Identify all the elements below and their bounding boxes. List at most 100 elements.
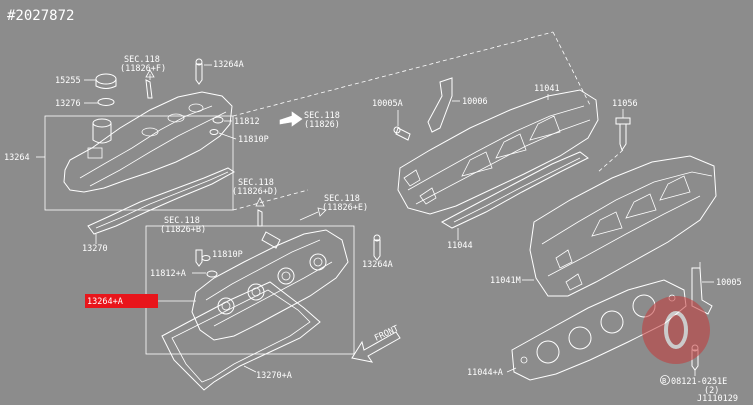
head-11041m-ridge-1 bbox=[541, 171, 713, 245]
grommet-11810p-top[interactable] bbox=[209, 129, 219, 135]
upper-cover-boss-2 bbox=[167, 113, 185, 123]
upper-labels: SEC.118 (11826+F) 13264A 15255 13276 132… bbox=[4, 55, 340, 254]
upper-valve-cover-group bbox=[44, 31, 591, 235]
gasket-11044-inner bbox=[453, 157, 581, 223]
fitting-sec118-mid bbox=[257, 209, 263, 227]
gasket-13270a[interactable] bbox=[161, 281, 321, 391]
diagram-id: #2027872 bbox=[7, 8, 74, 24]
bolt-prefix: B bbox=[662, 377, 666, 385]
upper-cover-port bbox=[87, 147, 103, 159]
label-13264a-bottom: 13264A bbox=[362, 260, 393, 270]
head-gasket-bore-1 bbox=[536, 340, 560, 364]
upper-group-frame bbox=[44, 115, 234, 211]
label-11810p-top: 11810P bbox=[238, 135, 269, 145]
lower-cover-bore-2 bbox=[247, 283, 265, 301]
label-front: FRONT bbox=[373, 324, 400, 344]
label-11812a: 11812+A bbox=[150, 269, 186, 279]
head-gasket-bore-3 bbox=[600, 310, 624, 334]
cap-15255-side bbox=[95, 79, 117, 89]
watermark-glyph bbox=[664, 311, 688, 349]
label-11041: 11041 bbox=[534, 84, 560, 94]
washer-11812a[interactable] bbox=[206, 270, 218, 278]
bolt-13264a-top[interactable] bbox=[195, 63, 203, 85]
label-11056: 11056 bbox=[612, 99, 638, 109]
label-11044: 11044 bbox=[447, 241, 473, 251]
cylinder-head-labels: 10005A 10006 11041 11056 11044 11041M 10… bbox=[372, 84, 742, 404]
arrow-sec118-mid-right bbox=[299, 211, 319, 221]
drawing-code: J1110129 bbox=[697, 394, 738, 404]
upper-dash-leader-3 bbox=[232, 189, 309, 211]
head-11041m-end bbox=[555, 249, 583, 291]
label-15255: 15255 bbox=[55, 76, 81, 86]
oil-filler-neck bbox=[92, 123, 112, 144]
label-sec118-left: SEC.118 bbox=[164, 216, 200, 226]
oil-filler-cap[interactable] bbox=[92, 118, 112, 128]
cylinder-head-11041m[interactable] bbox=[529, 155, 717, 297]
label-sec118-mid-right: SEC.118 bbox=[324, 194, 360, 204]
label-13264a-top: 13264A bbox=[213, 60, 244, 70]
head-11041m-ports bbox=[591, 175, 691, 237]
lower-labels: SEC.118 (11826+D) SEC.118 (11826+E) SEC.… bbox=[85, 178, 400, 381]
label-11812: 11812 bbox=[234, 117, 260, 127]
head-11041-ridge-1 bbox=[407, 105, 585, 191]
label-13276: 13276 bbox=[55, 99, 81, 109]
upper-cover-ridge-2 bbox=[89, 111, 227, 187]
head-gasket-bore-2 bbox=[568, 326, 592, 350]
label-sec118-right: SEC.118 bbox=[304, 111, 340, 121]
lower-valve-cover[interactable] bbox=[191, 229, 349, 341]
grommet-11810p-bottom[interactable] bbox=[201, 255, 211, 261]
selected-part-highlight[interactable] bbox=[85, 294, 158, 308]
label-sec118-right-ref: (11826) bbox=[304, 120, 340, 130]
leader-11044a bbox=[506, 367, 517, 373]
front-arrow bbox=[351, 331, 401, 363]
bolt-13264a-top-head bbox=[195, 58, 203, 66]
label-11041m: 11041M bbox=[490, 276, 521, 286]
lower-group-frame bbox=[145, 225, 355, 355]
label-13264: 13264 bbox=[4, 153, 30, 163]
breather-top bbox=[145, 79, 153, 99]
label-sec118-left-ref: (11826+B) bbox=[160, 225, 206, 235]
gasket-13270[interactable] bbox=[87, 167, 235, 235]
cylinder-head-11041[interactable] bbox=[397, 89, 599, 215]
lower-cover-bore-1 bbox=[217, 297, 235, 315]
gasket-13270a-inner bbox=[171, 289, 311, 383]
label-sec118-mid-ref: (11826+D) bbox=[232, 187, 278, 197]
watermark-logo bbox=[642, 296, 710, 364]
fitting-sec118-left bbox=[195, 249, 203, 267]
head-11041m-ridge-2 bbox=[547, 195, 701, 277]
washer-11812[interactable] bbox=[212, 116, 224, 124]
cylinder-head-group bbox=[393, 77, 717, 381]
arrow-sec118-mid-right-head bbox=[317, 207, 327, 217]
label-sec118-mid: SEC.118 bbox=[238, 178, 274, 188]
label-11044a: 11044+A bbox=[467, 368, 503, 378]
leader-11810p-top bbox=[218, 132, 237, 140]
upper-cover-boss-1 bbox=[141, 127, 159, 137]
gasket-11044[interactable] bbox=[440, 151, 589, 229]
label-13270a: 13270+A bbox=[256, 371, 292, 381]
label-13270: 13270 bbox=[82, 244, 108, 254]
label-11810p-bottom: 11810P bbox=[212, 250, 243, 260]
arrow-sec118-right bbox=[279, 111, 303, 127]
bolt-10005a-head bbox=[393, 126, 401, 134]
bolt-13264a-bottom[interactable] bbox=[373, 239, 381, 261]
lower-cover-bore-3-inner bbox=[281, 271, 291, 281]
bolt-prefix-circle bbox=[660, 375, 670, 385]
label-10005: 10005 bbox=[716, 278, 742, 288]
head-11041-end bbox=[403, 169, 437, 205]
label-sec118-top-ref: (11826+F) bbox=[120, 64, 166, 74]
cap-15255[interactable] bbox=[95, 73, 117, 85]
lower-cover-ridge bbox=[205, 239, 321, 301]
upper-cover-ridge bbox=[79, 105, 213, 179]
bracket-10006[interactable] bbox=[427, 77, 453, 133]
gasket-13276[interactable] bbox=[97, 98, 115, 106]
bolt-11056-dash bbox=[597, 149, 624, 173]
bolt-11056[interactable] bbox=[619, 123, 627, 152]
upper-valve-cover[interactable] bbox=[63, 91, 233, 193]
lower-cover-bore-4-inner bbox=[313, 257, 323, 267]
bolt-10005a[interactable] bbox=[395, 127, 411, 141]
label-sec118-top: SEC.118 bbox=[124, 55, 160, 65]
upper-cover-boss-3 bbox=[188, 103, 204, 113]
fitting-elbow-lower bbox=[261, 231, 281, 249]
head-11041-ports bbox=[461, 115, 561, 177]
